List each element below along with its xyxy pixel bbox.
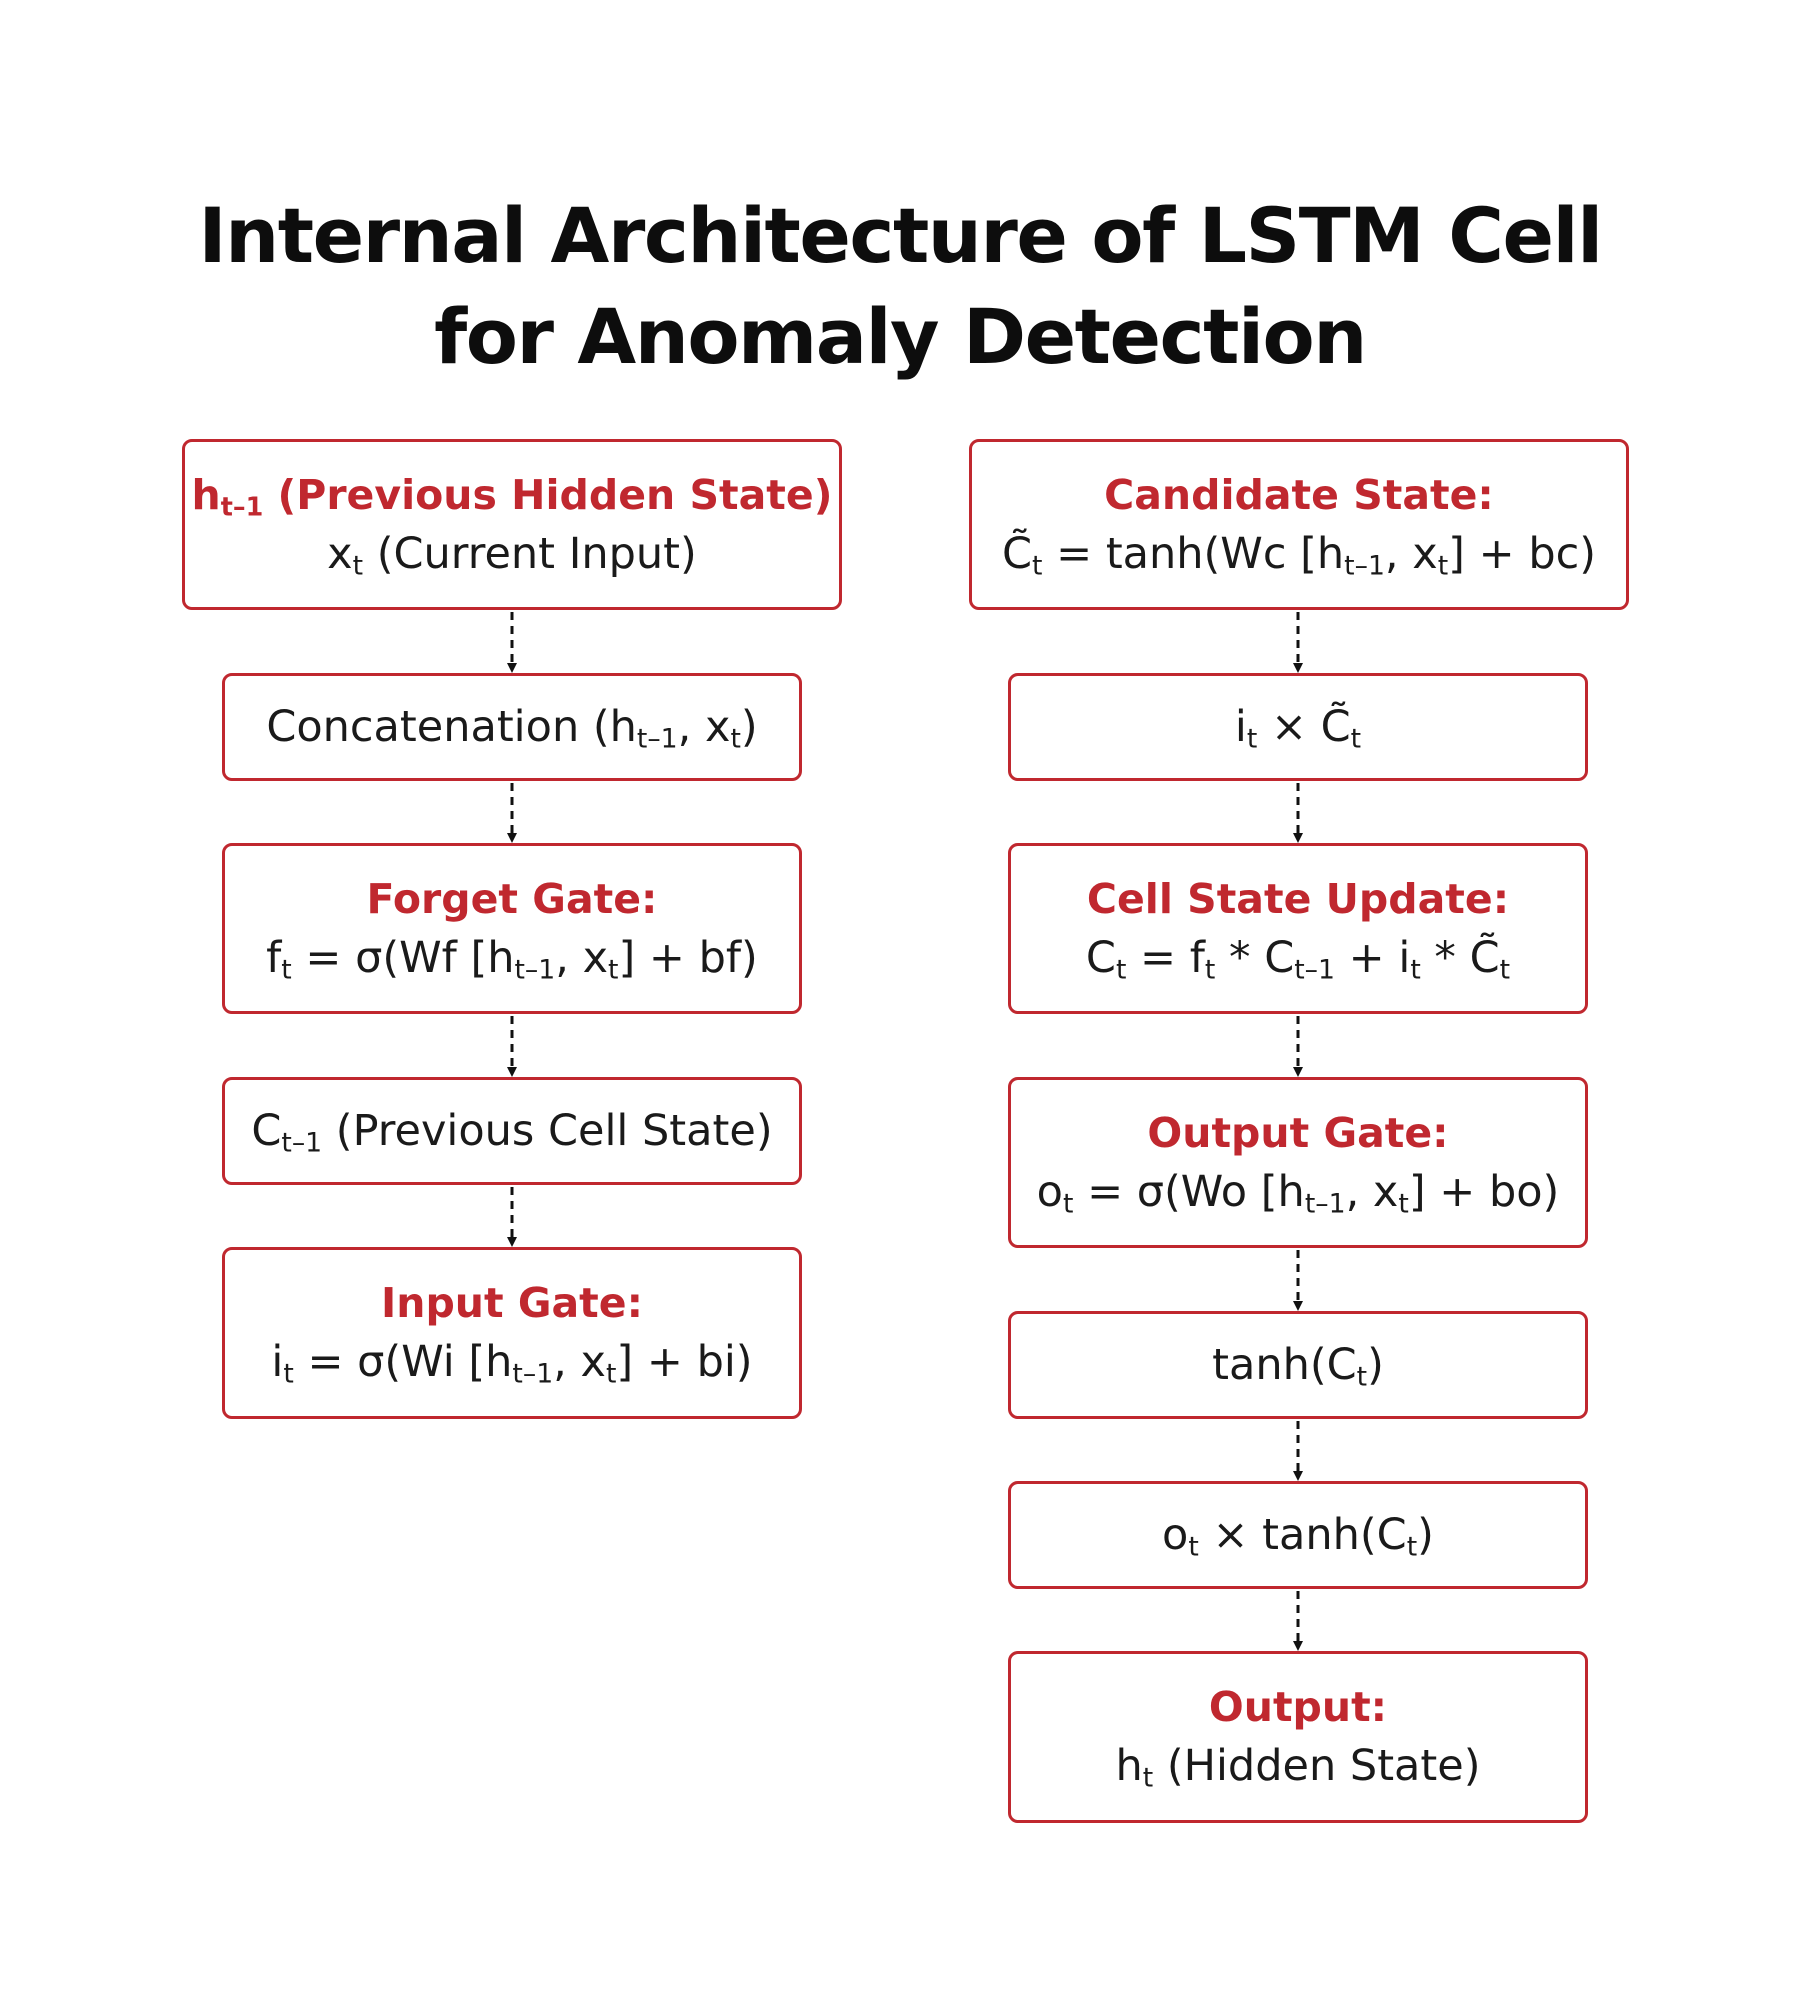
box-concatenation: Concatenation (ht–1, xt) — [222, 673, 802, 781]
output-heading: Output: — [1208, 1683, 1388, 1731]
box-tanh-ct: tanh(Ct) — [1008, 1311, 1588, 1419]
ot-times-tanh-text: ot × tanh(Ct) — [1162, 1510, 1434, 1563]
input-gate-heading: Input Gate: — [381, 1279, 643, 1327]
box-output-gate: Output Gate: ot = σ(Wo [ht–1, xt] + bo) — [1008, 1077, 1588, 1248]
inputs-hidden-state: ht–1 (Previous Hidden State) — [191, 470, 833, 521]
box-it-times-ct: it × C̃t — [1008, 673, 1588, 781]
tanh-ct-text: tanh(Ct) — [1212, 1340, 1384, 1393]
box-cell-state-update: Cell State Update: Ct = ft * Ct–1 + it *… — [1008, 843, 1588, 1014]
output-gate-formula: ot = σ(Wo [ht–1, xt] + bo) — [1036, 1166, 1560, 1220]
cell-state-update-formula: Ct = ft * Ct–1 + it * C̃t — [1085, 932, 1511, 986]
output-gate-heading: Output Gate: — [1147, 1108, 1449, 1157]
box-previous-cell-state: Ct–1 (Previous Cell State) — [222, 1077, 802, 1185]
box-output: Output: ht (Hidden State) — [1008, 1651, 1588, 1823]
output-formula: ht (Hidden State) — [1115, 1741, 1481, 1794]
inputs-current-input: xt (Current Input) — [327, 528, 697, 582]
candidate-state-heading: Candidate State: — [1104, 470, 1494, 519]
title-line-1: Internal Architecture of LSTM Cell — [198, 191, 1603, 280]
candidate-state-formula: C̃t = tanh(Wc [ht–1, xt] + bc) — [1001, 528, 1597, 582]
cell-state-update-heading: Cell State Update: — [1086, 874, 1510, 923]
input-gate-formula: it = σ(Wi [ht–1, xt] + bi) — [271, 1337, 753, 1390]
box-inputs: ht–1 (Previous Hidden State) xt (Current… — [182, 439, 842, 610]
box-forget-gate: Forget Gate: ft = σ(Wf [ht–1, xt] + bf) — [222, 843, 802, 1014]
forget-gate-heading: Forget Gate: — [366, 874, 658, 923]
title-line-2: for Anomaly Detection — [434, 292, 1367, 381]
forget-gate-formula: ft = σ(Wf [ht–1, xt] + bf) — [266, 932, 758, 986]
box-input-gate: Input Gate: it = σ(Wi [ht–1, xt] + bi) — [222, 1247, 802, 1419]
box-ot-times-tanh: ot × tanh(Ct) — [1008, 1481, 1588, 1589]
previous-cell-state-text: Ct–1 (Previous Cell State) — [251, 1106, 773, 1159]
concatenation-text: Concatenation (ht–1, xt) — [266, 702, 758, 755]
it-times-ct-text: it × C̃t — [1234, 702, 1362, 755]
diagram-title: Internal Architecture of LSTM Cell for A… — [0, 185, 1800, 387]
box-candidate-state: Candidate State: C̃t = tanh(Wc [ht–1, xt… — [969, 439, 1629, 610]
